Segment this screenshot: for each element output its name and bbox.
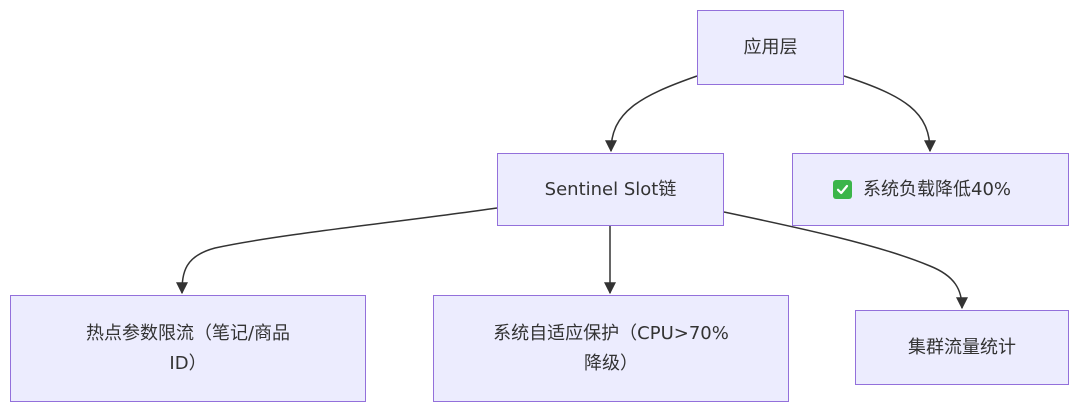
load-reduction-label: 系统负载降低40% xyxy=(863,178,1012,200)
edge-app-to-load xyxy=(843,75,936,153)
hotspot-limit-node: 热点参数限流（笔记/商品 ID） xyxy=(10,295,366,402)
edge-slot-to-cluster xyxy=(723,211,968,310)
check-mark-icon xyxy=(833,180,852,199)
hotspot-limit-label-line2: ID） xyxy=(169,352,207,374)
adaptive-protection-node: 系统自适应保护（CPU>70% 降级） xyxy=(433,295,789,402)
cluster-stats-label: 集群流量统计 xyxy=(908,336,1016,358)
hotspot-limit-label-line1: 热点参数限流（笔记/商品 xyxy=(85,322,291,344)
edge-app-to-slot xyxy=(605,75,698,153)
load-reduction-node: 系统负载降低40% xyxy=(792,153,1069,226)
app-layer-node: 应用层 xyxy=(697,10,844,85)
edge-slot-to-hotspot xyxy=(176,207,498,295)
adaptive-protection-label-line2: 降级） xyxy=(584,352,638,374)
app-layer-label: 应用层 xyxy=(743,36,798,58)
cluster-stats-node: 集群流量统计 xyxy=(855,310,1069,385)
sentinel-slot-node: Sentinel Slot链 xyxy=(497,153,724,226)
adaptive-protection-label-line1: 系统自适应保护（CPU>70% xyxy=(493,322,729,344)
sentinel-slot-label: Sentinel Slot链 xyxy=(544,178,677,200)
